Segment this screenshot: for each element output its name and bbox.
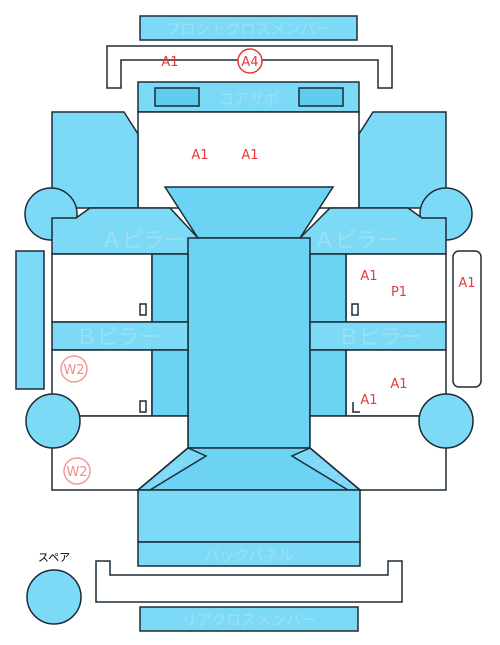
left-rear-door-mark-w2: W2	[63, 363, 84, 378]
front-cross-member-label: フロントクロスメンバー	[165, 20, 330, 38]
a-pillar-left: Ａピラー	[51, 207, 199, 255]
right-rear-door-mark-a1-lower: A1	[360, 393, 377, 408]
back-panel: バックパネル	[137, 541, 361, 567]
right-rocker-mark-a1: A1	[458, 276, 475, 291]
left-front-door-inner	[151, 253, 189, 323]
front-bumper-mark-a1: A1	[161, 55, 178, 70]
front-cross-member: フロントクロスメンバー	[139, 15, 358, 41]
right-front-door-mark-a1: A1	[360, 269, 377, 284]
left-rear-door-handle	[139, 400, 147, 413]
b-pillar-left-label: Ｂピラー	[76, 325, 160, 349]
right-rear-door-mark-a1-upper: A1	[390, 377, 407, 392]
core-support: コアサポ	[137, 81, 360, 113]
a-pillar-right: Ａピラー	[299, 207, 447, 255]
front-bumper-mark-a4: A4	[241, 55, 258, 70]
left-rear-door-w2-ring	[60, 355, 88, 383]
right-rocker-panel	[452, 250, 482, 388]
spare-tire	[26, 569, 82, 625]
right-rear-door-handle	[352, 402, 360, 413]
a-pillar-right-label: Ａピラー	[314, 228, 398, 252]
rear-bumper	[95, 560, 403, 603]
front-bumper-mark-a4-ring	[237, 48, 263, 74]
back-panel-label: バックパネル	[204, 546, 293, 564]
roof	[187, 237, 311, 449]
b-pillar-right: Ｂピラー	[309, 321, 447, 351]
rear-cross-member: リアクロスメンバー	[139, 606, 359, 632]
left-rocker-panel	[15, 250, 45, 390]
b-pillar-right-label: Ｂピラー	[338, 325, 422, 349]
left-front-door-handle	[139, 303, 147, 316]
left-rear-quarter-mark-w2: W2	[66, 465, 87, 480]
b-pillar-left: Ｂピラー	[51, 321, 189, 351]
spare-tire-label: スペア	[38, 551, 70, 564]
left-rear-wheel	[25, 393, 81, 449]
rear-body	[137, 489, 361, 543]
right-front-door-mark-p1: P1	[391, 285, 407, 300]
right-rear-door-inner	[309, 349, 347, 417]
left-rear-quarter-w2-ring	[63, 457, 91, 485]
front-bumper	[106, 45, 393, 89]
hood-mark-a1-left: A1	[191, 148, 208, 163]
left-front-door	[51, 253, 153, 323]
right-front-door-inner	[309, 253, 347, 323]
a-pillar-left-label: Ａピラー	[101, 228, 185, 252]
core-support-label: コアサポ	[219, 90, 279, 108]
right-front-door	[345, 253, 447, 323]
rear-cross-member-label: リアクロスメンバー	[182, 611, 316, 629]
right-front-door-handle	[351, 303, 359, 316]
left-rear-door-inner	[151, 349, 189, 417]
right-rear-wheel	[418, 393, 474, 449]
hood-mark-a1-right: A1	[241, 148, 258, 163]
